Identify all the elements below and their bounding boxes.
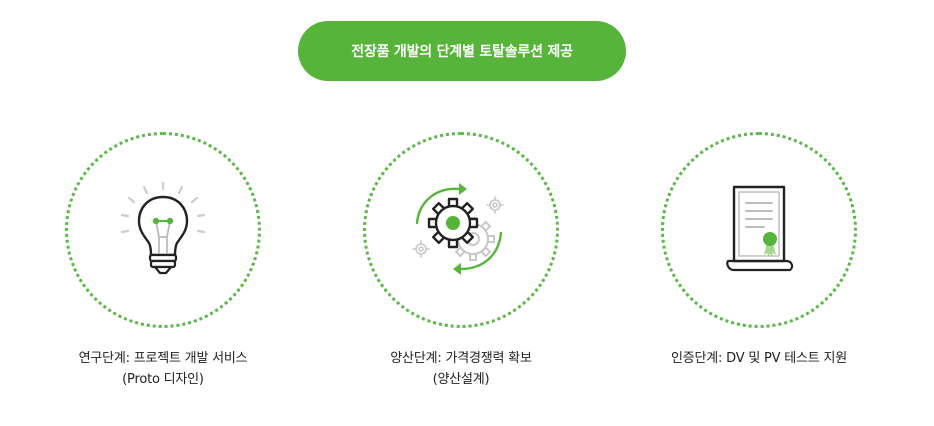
gears-cycle-icon: [412, 183, 504, 275]
certificate-icon: [726, 185, 794, 272]
stage-certification-caption: 인증단계: DV 및 PV 테스트 지원: [609, 348, 909, 369]
lightbulb-icon: [120, 181, 206, 275]
stage-research-caption: 연구단계: 프로젝트 개발 서비스 (Proto 디자인): [13, 348, 313, 390]
stage-research-line1: 연구단계: 프로젝트 개발 서비스: [78, 351, 248, 366]
stage-production-circle: [363, 132, 559, 328]
banner-title: 전장품 개발의 단계별 토탈솔루션 제공: [298, 21, 626, 81]
stage-research: 연구단계: 프로젝트 개발 서비스 (Proto 디자인): [13, 132, 313, 390]
stage-research-circle: [65, 132, 261, 328]
stage-production: 양산단계: 가격경쟁력 확보 (양산설계): [311, 132, 611, 390]
stage-certification-line1: 인증단계: DV 및 PV 테스트 지원: [670, 351, 848, 366]
stage-certification-circle: [661, 132, 857, 328]
stage-production-line1: 양산단계: 가격경쟁력 확보: [390, 351, 532, 366]
stage-research-line2: (Proto 디자인): [122, 372, 204, 387]
stage-production-caption: 양산단계: 가격경쟁력 확보 (양산설계): [311, 348, 611, 390]
stage-certification: 인증단계: DV 및 PV 테스트 지원: [609, 132, 909, 369]
stage-production-line2: (양산설계): [432, 372, 490, 387]
